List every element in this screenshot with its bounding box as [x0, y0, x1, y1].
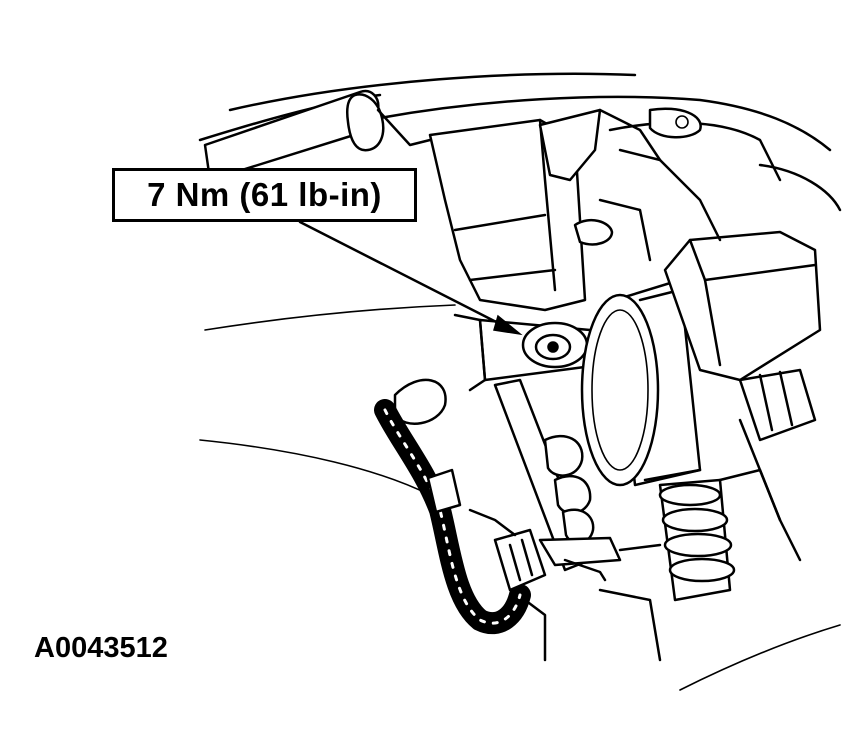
upper-hose	[203, 89, 432, 182]
bolt	[521, 321, 589, 369]
frame-lines	[598, 418, 802, 662]
canister	[580, 278, 702, 487]
torque-spec-callout: 7 Nm (61 lb-in)	[112, 168, 417, 222]
body-panel-lines	[198, 72, 841, 691]
callout-leader	[298, 220, 523, 336]
mounting-bracket	[428, 108, 662, 392]
lower-shaft	[493, 378, 622, 582]
engine-contours	[598, 107, 842, 262]
bellows-boot	[658, 468, 782, 602]
wiring-harness	[374, 378, 547, 662]
electrical-connector-housing	[663, 230, 822, 442]
figure-id-label: A0043512	[34, 632, 168, 664]
